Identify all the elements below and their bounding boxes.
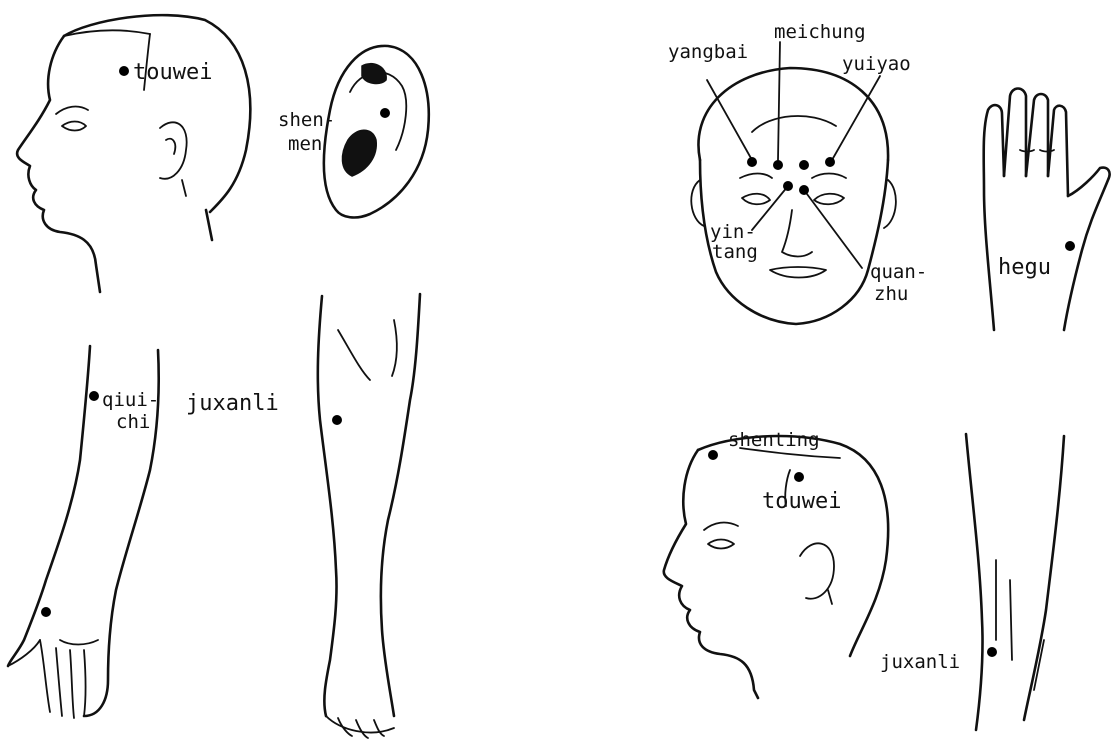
label-yintang-line2: tang — [712, 241, 758, 263]
label-yuiyao: yuiyao — [842, 53, 911, 75]
label-meichung: meichung — [774, 21, 866, 43]
head-profile-left — [17, 15, 250, 292]
point-labels: touwei shen- men qiui- chi juxanli yangb… — [102, 21, 1051, 673]
head-profile-right — [664, 436, 888, 698]
label-juxanli-left: juxanli — [186, 391, 279, 416]
label-shenmen-line1: shen- — [278, 109, 335, 131]
leg-right — [966, 434, 1064, 730]
ear-left — [324, 46, 429, 218]
label-quchi-line2: chi — [116, 411, 150, 433]
hand-right — [984, 89, 1110, 331]
label-quanzhu-line2: zhu — [874, 283, 908, 305]
label-hegu: hegu — [998, 255, 1051, 280]
face-front-right — [691, 42, 896, 324]
label-quchi-line1: qiui- — [102, 389, 159, 411]
label-touwei-left: touwei — [133, 60, 212, 85]
leg-left — [318, 294, 420, 738]
label-quanzhu-line1: quan- — [870, 261, 927, 283]
label-shenmen-line2: men — [288, 133, 322, 155]
label-juxanli-right: juxanli — [880, 651, 960, 673]
label-yintang-line1: yin- — [710, 221, 756, 243]
label-shenting: shenting — [728, 429, 820, 451]
label-yangbai: yangbai — [668, 41, 748, 63]
label-touwei-right: touwei — [762, 489, 841, 514]
